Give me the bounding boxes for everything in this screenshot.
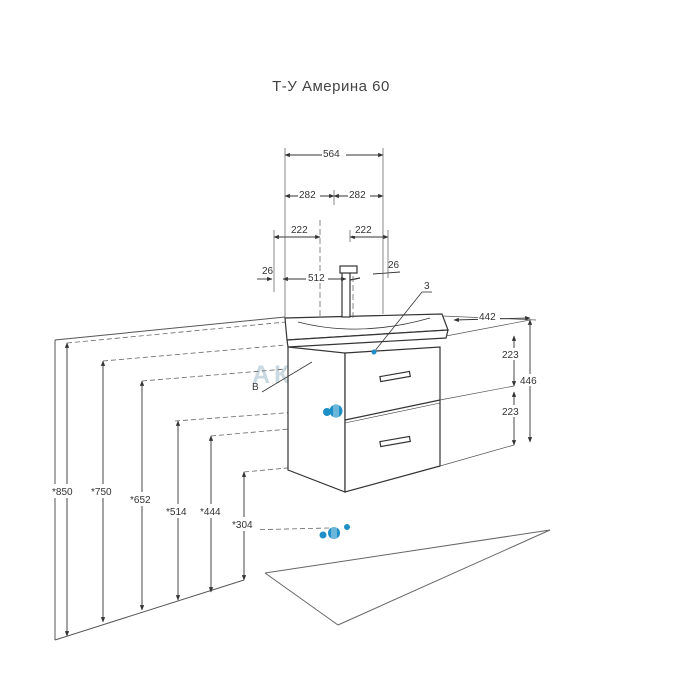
height-444-label: *444 <box>200 507 221 518</box>
offset-26-right-label: 26 <box>388 260 400 271</box>
height-labels: *850 *750 *652 *514 *444 *304 <box>50 484 258 531</box>
callout-3-label: 3 <box>424 281 430 292</box>
right-extension-lines <box>439 315 537 467</box>
width-222-left-label: 222 <box>291 225 308 236</box>
width-282-right-label: 282 <box>349 190 366 201</box>
tap-point-icon <box>371 349 377 355</box>
callout-b-label: В <box>252 382 259 393</box>
height-304-label: *304 <box>232 520 253 531</box>
tap-center-512-label: 512 <box>308 273 325 284</box>
width-labels: 564 282 282 222 222 512 26 26 <box>262 147 400 284</box>
cabinet-446-label: 446 <box>520 376 537 387</box>
faucet <box>339 265 361 318</box>
extension-lines <box>273 148 389 320</box>
height-750-label: *750 <box>91 487 112 498</box>
height-652-label: *652 <box>130 495 151 506</box>
depth-442-label: 442 <box>479 312 496 323</box>
callouts <box>261 291 432 393</box>
width-282-left-label: 282 <box>299 190 316 201</box>
drawer-223-bottom-label: 223 <box>502 407 519 418</box>
cabinet <box>287 346 441 493</box>
width-222-right-label: 222 <box>355 225 372 236</box>
pipe-connection-icon <box>323 404 343 418</box>
right-labels: 442 223 223 446 <box>478 310 542 418</box>
offset-26-left-label: 26 <box>262 266 274 277</box>
height-850-label: *850 <box>52 487 73 498</box>
drain-connection-icon <box>319 524 350 539</box>
width-dimension-lines <box>257 152 401 282</box>
drawer-223-top-label: 223 <box>502 350 519 361</box>
floor-outline <box>264 529 551 626</box>
washbasin <box>284 313 449 348</box>
height-514-label: *514 <box>166 507 187 518</box>
drawing-title: Т-У Америна 60 <box>272 78 390 95</box>
wall-guides <box>54 316 286 641</box>
width-564-label: 564 <box>323 149 340 160</box>
